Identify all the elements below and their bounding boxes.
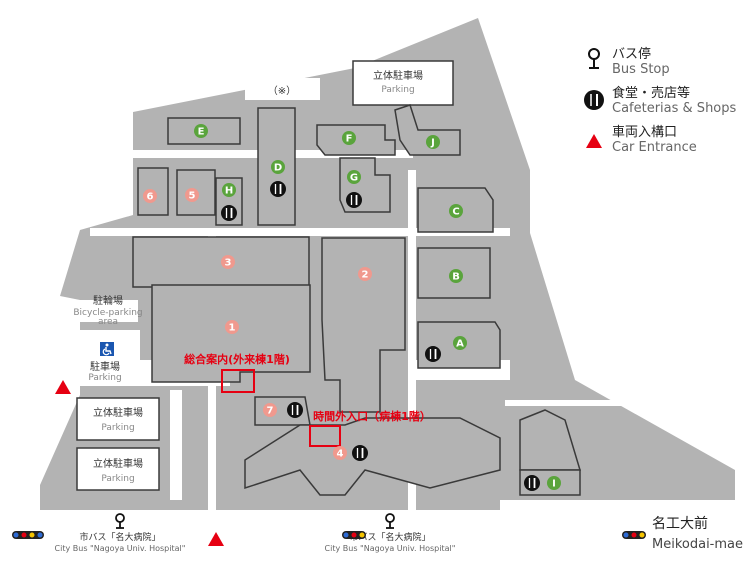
green-pin-label-c: C — [452, 207, 459, 218]
building-4 — [244, 417, 501, 496]
general-info-box — [221, 369, 255, 393]
legend-cafeteria-jp: 食堂・売店等 — [612, 85, 690, 101]
cafeteria-icon — [221, 205, 237, 221]
building-pins: A B C D E F G H I J 1 2 3 4 5 6 7 — [143, 124, 561, 490]
pink-pin-4 — [333, 446, 347, 460]
cafeteria-icon — [270, 181, 286, 197]
pink-pin-7 — [263, 403, 277, 417]
pink-pin-label-5: 5 — [189, 191, 196, 202]
pink-pin-label-4: 4 — [337, 449, 344, 460]
building-2 — [321, 237, 406, 413]
cafeteria-legend-icon — [584, 90, 604, 110]
bus-stop-right-jp: 市バス「名大病院」 — [349, 531, 430, 543]
pink-pin-label-2: 2 — [362, 270, 369, 281]
green-pin-label-a: A — [456, 339, 464, 350]
car-entrance-legend-icon — [586, 134, 602, 148]
building-j — [394, 104, 461, 156]
bicycle-parking-jp: 駐輪場 — [93, 294, 123, 307]
bus-stop-right-en: City Bus "Nagoya Univ. Hospital" — [325, 544, 456, 553]
bus-stop-left-jp: 市バス「名大病院」 — [79, 531, 160, 543]
green-pin-h — [222, 183, 236, 197]
transit-dots-left — [12, 531, 44, 539]
green-pin-label-i: I — [552, 479, 556, 490]
cafeteria-icon — [352, 445, 368, 461]
legend-cafeteria-en: Cafeterias & Shops — [612, 101, 737, 116]
cafeteria-icon — [346, 192, 362, 208]
legend-bus-stop-jp: バス停 — [612, 46, 651, 62]
parking-left-1-jp: 立体駐車場 — [93, 406, 143, 419]
accessible-parking-jp: 駐車場 — [90, 360, 120, 373]
parking-left-2-en: Parking — [101, 474, 134, 484]
transit-dots-right — [622, 531, 646, 539]
green-pin-a — [453, 336, 467, 350]
green-pin-j — [426, 135, 440, 149]
pink-pin-label-7: 7 — [267, 406, 274, 417]
green-pin-g — [347, 170, 361, 184]
callout-boxes — [221, 369, 341, 447]
text-labels: 立体駐車場 Parking （※） 駐輪場 Bicycle-parking ar… — [73, 69, 430, 484]
building-f — [316, 124, 396, 156]
station-en: Meikodai-mae — [652, 537, 743, 552]
pink-pin-6 — [143, 189, 157, 203]
bicycle-parking-en2: area — [98, 317, 118, 327]
parking-left-2-jp: 立体駐車場 — [93, 457, 143, 470]
green-pin-b — [449, 269, 463, 283]
green-pin-i — [547, 476, 561, 490]
parking-left-2 — [76, 447, 160, 491]
parking-top-jp: 立体駐車場 — [373, 69, 423, 82]
green-pin-f — [342, 131, 356, 145]
cafeteria-icon — [524, 475, 540, 491]
bicycle-parking-en: Bicycle-parking — [73, 308, 142, 318]
station-jp: 名工大前 — [652, 515, 708, 532]
bus-stop-left-en: City Bus "Nagoya Univ. Hospital" — [55, 544, 186, 553]
pink-pin-label-3: 3 — [225, 258, 232, 269]
green-pin-label-b: B — [452, 272, 460, 283]
wheelchair-icon — [100, 342, 114, 356]
green-pin-label-d: D — [274, 163, 282, 174]
bus-stop-icon-right — [385, 513, 395, 529]
pink-pin-2 — [358, 267, 372, 281]
pink-pin-5 — [185, 188, 199, 202]
car-entrances — [55, 380, 224, 546]
green-pin-label-f: F — [346, 134, 353, 145]
legend: バス停 Bus Stop 食堂・売店等 Cafeterias & Shops 車… — [584, 46, 737, 155]
parking-left-1 — [76, 397, 160, 441]
pink-pin-3 — [221, 255, 235, 269]
after-hours-box — [309, 425, 341, 447]
bus-stop-icon-left — [115, 513, 125, 529]
cafeteria-icon — [287, 402, 303, 418]
green-pin-c — [449, 204, 463, 218]
note-mark: （※） — [268, 85, 296, 97]
accessible-parking-en: Parking — [88, 373, 121, 383]
pink-pin-label-1: 1 — [229, 323, 236, 334]
transit-dots-middle — [342, 531, 366, 539]
bicycle-parking — [80, 300, 138, 322]
pink-pin-label-6: 6 — [147, 192, 154, 203]
building-i — [519, 409, 582, 471]
buildings — [132, 60, 582, 496]
cafeteria-markers — [221, 181, 540, 491]
green-pin-label-h: H — [225, 186, 233, 197]
after-hours-label: 時間外入口（病棟1階） — [313, 409, 431, 423]
green-pin-label-j: J — [430, 138, 435, 149]
green-pin-e — [194, 124, 208, 138]
legend-car-entrance-jp: 車両入構口 — [612, 125, 677, 140]
general-info-label: 総合案内(外来棟1階) — [184, 352, 290, 366]
bus-stops: 市バス「名大病院」 City Bus "Nagoya Univ. Hospita… — [12, 513, 743, 553]
green-pin-label-e: E — [198, 127, 205, 138]
parking-top-en: Parking — [381, 85, 414, 95]
legend-car-entrance-en: Car Entrance — [612, 140, 697, 155]
green-pin-d — [271, 160, 285, 174]
parking-left-1-en: Parking — [101, 423, 134, 433]
car-entrance-bottom — [208, 532, 224, 546]
car-entrance-left — [55, 380, 71, 394]
note-building — [245, 78, 320, 100]
cafeteria-icon — [425, 346, 441, 362]
legend-bus-stop-en: Bus Stop — [612, 62, 670, 77]
bus-stop-legend-icon — [588, 48, 600, 69]
parking-top-building — [352, 60, 454, 106]
green-pin-label-g: G — [350, 173, 358, 184]
pink-pin-1 — [225, 320, 239, 334]
